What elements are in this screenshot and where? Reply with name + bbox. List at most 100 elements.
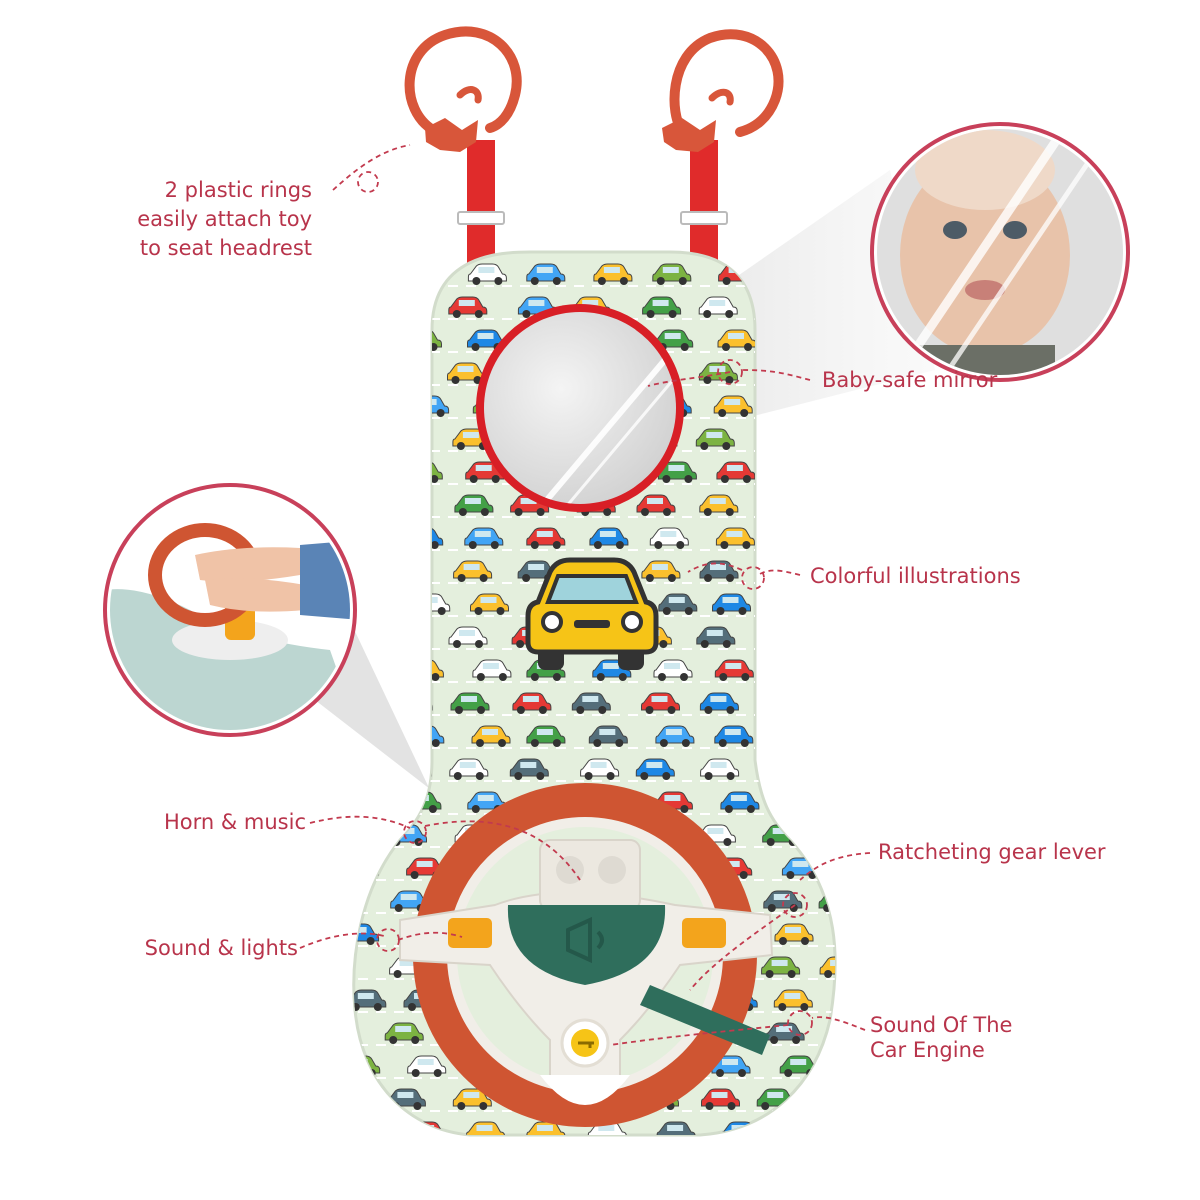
car-illustration	[881, 1089, 919, 1110]
car-illustration	[886, 759, 924, 780]
car-illustration	[840, 990, 878, 1011]
car-illustration	[353, 989, 387, 1011]
car-illustration	[353, 1121, 381, 1135]
car-illustration	[471, 725, 511, 747]
right-plastic-ring	[662, 29, 784, 152]
baby-safe-mirror	[476, 304, 684, 512]
car-illustration	[841, 528, 879, 549]
callout-rings-line-2: easily attach toy	[137, 207, 312, 231]
car-illustration	[353, 461, 386, 483]
car-illustration	[641, 560, 681, 582]
car-illustration	[837, 792, 875, 813]
car-illustration	[386, 494, 426, 516]
car-illustration	[758, 626, 798, 648]
car-illustration	[641, 692, 680, 714]
car-illustration	[819, 956, 836, 978]
right-indicator-light[interactable]	[682, 918, 726, 948]
callout-engine-line-2: Car Engine	[870, 1038, 985, 1062]
car-illustration	[658, 593, 698, 615]
callout-colorful-illustrations: Colorful illustrations	[810, 564, 1021, 588]
left-indicator-light[interactable]	[448, 918, 492, 948]
car-illustration	[782, 1121, 822, 1135]
car-illustration	[711, 1055, 751, 1077]
car-illustration	[843, 1122, 881, 1143]
car-illustration	[699, 692, 739, 714]
car-illustration	[695, 428, 735, 450]
car-illustration	[402, 263, 442, 285]
car-illustration	[776, 725, 816, 747]
callout-rings-line-3: to seat headrest	[139, 236, 312, 260]
car-illustration	[823, 494, 836, 516]
car-illustration	[453, 560, 493, 582]
right-strap-buckle	[680, 211, 728, 225]
car-illustration	[774, 923, 814, 945]
engine-sound-button[interactable]	[560, 1018, 610, 1068]
key-icon	[578, 1041, 594, 1048]
car-illustration	[636, 494, 676, 516]
car-illustration	[407, 1055, 447, 1077]
car-illustration	[353, 263, 384, 285]
car-illustration	[571, 692, 611, 714]
horn-icon	[566, 916, 604, 964]
car-illustration	[825, 692, 836, 714]
car-illustration	[353, 791, 385, 813]
car-illustration	[593, 263, 633, 285]
car-illustration	[778, 593, 818, 615]
car-illustration	[839, 924, 877, 945]
car-illustration	[843, 594, 881, 615]
taxi-car-icon	[525, 557, 659, 670]
car-illustration	[714, 725, 754, 747]
car-illustration	[882, 891, 920, 912]
car-illustration	[698, 296, 738, 318]
car-illustration	[773, 989, 813, 1011]
gear-lever[interactable]	[640, 985, 770, 1055]
callout-leaders	[299, 144, 871, 1046]
car-illustration	[763, 890, 803, 912]
car-illustration	[765, 1022, 805, 1044]
car-illustration	[465, 461, 505, 483]
callout-engine-line-1: Sound Of The	[870, 1013, 1013, 1037]
car-illustration	[699, 494, 739, 516]
callout-horn-music: Horn & music	[163, 810, 306, 834]
car-illustration	[776, 461, 816, 483]
car-illustration	[389, 362, 428, 384]
car-illustration	[827, 1022, 836, 1044]
car-illustration	[385, 560, 425, 582]
car-illustration	[589, 527, 629, 549]
car-illustration	[713, 395, 753, 417]
car-illustration	[526, 1121, 566, 1135]
car-illustration	[384, 1022, 424, 1044]
car-illustration	[580, 758, 620, 780]
car-illustration	[353, 527, 386, 549]
car-illustration	[512, 692, 552, 714]
car-illustration	[466, 1121, 505, 1135]
car-illustration	[653, 659, 693, 681]
car-illustration	[467, 791, 507, 813]
car-illustration	[649, 527, 689, 549]
callout-ratcheting-gear-lever: Ratcheting gear lever	[878, 840, 1106, 864]
car-illustration	[712, 593, 751, 615]
car-illustration	[839, 396, 877, 417]
callout-rings-line-1: 2 plastic rings	[164, 178, 312, 202]
car-illustration	[642, 296, 682, 318]
horn-button[interactable]	[507, 905, 666, 985]
car-illustration	[776, 791, 815, 813]
car-illustration	[509, 758, 549, 780]
car-illustration	[765, 428, 805, 450]
car-illustration	[821, 626, 836, 648]
car-illustration	[888, 429, 926, 450]
callout-plastic-rings: 2 plastic rings easily attach toy to sea…	[100, 176, 312, 263]
callout-sound-lights: Sound & lights	[144, 936, 298, 960]
car-illustration	[635, 758, 675, 780]
car-illustration	[760, 692, 799, 714]
car-illustration	[887, 627, 925, 648]
car-illustration	[353, 329, 384, 351]
car-illustration	[841, 660, 879, 681]
car-illustration	[588, 725, 628, 747]
baby-face-in-mirror-photo	[870, 122, 1130, 382]
car-illustration	[821, 1088, 836, 1110]
car-illustration	[885, 957, 923, 978]
car-illustration	[652, 263, 692, 285]
car-illustration	[883, 693, 921, 714]
